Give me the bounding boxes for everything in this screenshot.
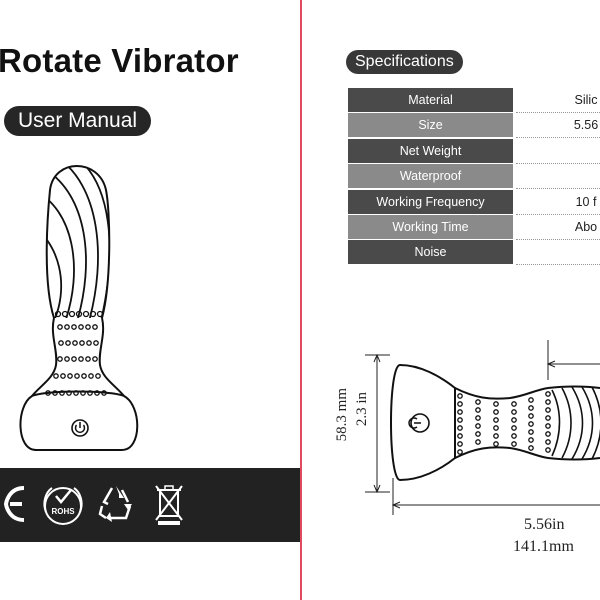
spec-value: [516, 240, 600, 266]
spec-row: Noise: [348, 240, 600, 266]
spec-row: Working Time Abo: [348, 214, 600, 240]
spec-label: Waterproof: [348, 164, 513, 189]
spec-row: Net Weight: [348, 138, 600, 164]
spec-label: Noise: [348, 240, 513, 265]
ce-mark-icon: [3, 486, 25, 522]
spec-table: Material Silic Size 5.56 Net Weight Wate…: [348, 88, 600, 266]
length-inches: 5.56in: [524, 516, 565, 533]
power-button-icon: [71, 419, 89, 437]
spec-value: [516, 164, 600, 190]
spec-row: Waterproof: [348, 164, 600, 190]
product-title: Rotate Vibrator: [0, 42, 239, 79]
spec-row: Material Silic: [348, 88, 600, 113]
power-button-icon: [410, 413, 430, 433]
user-manual-label: User Manual: [4, 106, 152, 136]
page-divider: [300, 0, 302, 600]
height-mm: 58.3 mm: [334, 388, 350, 442]
specifications-heading: Specifications: [346, 50, 463, 74]
weee-bin-icon: [155, 485, 183, 525]
height-inches: 2.3 in: [354, 392, 370, 427]
spec-row: Working Frequency 10 f: [348, 189, 600, 215]
spec-label: Size: [348, 113, 513, 138]
rohs-label: ROHS: [51, 507, 75, 516]
certification-bar: [0, 468, 300, 542]
vibrator-illustration: [19, 165, 139, 451]
spec-row: Size 5.56: [348, 113, 600, 139]
length-mm: 141.1mm: [513, 538, 574, 555]
spec-value: Silic: [516, 88, 600, 113]
recycle-icon: [98, 486, 132, 522]
spec-value: Abo: [516, 215, 600, 240]
dimension-drawing: [365, 340, 600, 515]
spec-value: [516, 139, 600, 164]
spec-value: 5.56: [516, 113, 600, 139]
rohs-icon: ROHS: [43, 487, 83, 525]
spec-label: Net Weight: [348, 138, 513, 163]
spec-label: Working Time: [348, 214, 513, 239]
spec-value: 10 f: [516, 190, 600, 215]
spec-label: Working Frequency: [348, 189, 513, 214]
spec-label: Material: [348, 88, 513, 112]
